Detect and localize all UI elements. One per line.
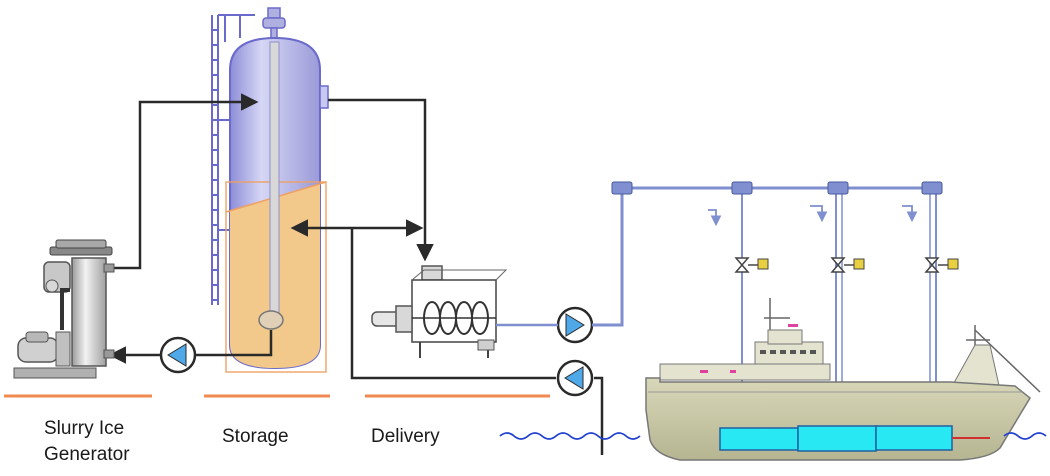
pipe-storage-to-delivery <box>328 98 434 262</box>
pump-delivery-out <box>556 306 594 344</box>
fishing-vessel <box>645 298 1041 461</box>
vessel-windows <box>760 350 816 354</box>
valve-2 <box>830 257 865 273</box>
water-surface <box>499 432 1047 440</box>
tank-ladder <box>211 14 255 305</box>
tank-bottom-outlet <box>258 310 284 330</box>
pump-return <box>556 359 594 397</box>
storage-tank <box>211 7 329 373</box>
process-pipes <box>108 93 604 455</box>
label-generator-line1: Slurry Ice <box>44 418 125 439</box>
tank-center-pipe <box>269 41 280 315</box>
vessel-accents <box>700 324 798 373</box>
generator-column <box>71 257 107 367</box>
pipe-return-line <box>350 228 556 380</box>
valve-3 <box>924 257 959 273</box>
flow-direction-arrows <box>708 205 918 227</box>
pipe-storage-to-pump <box>196 330 273 357</box>
fish-hold-1 <box>719 427 799 451</box>
fish-hold-3 <box>875 425 953 451</box>
pump-generator-feed <box>159 336 197 374</box>
label-storage: Storage <box>222 426 289 447</box>
hold-valves <box>734 257 959 273</box>
label-slurry-ice-generator: Slurry Ice Generator <box>44 416 130 468</box>
delivery-screw-conveyor <box>371 265 508 358</box>
label-generator-line2: Generator <box>44 444 130 465</box>
fish-holds <box>719 425 953 452</box>
tank-top-fitting <box>262 7 286 41</box>
valve-1 <box>734 257 769 273</box>
header-flanges <box>611 181 943 195</box>
pipe-return-drop <box>594 376 604 455</box>
compressor-unit <box>17 331 71 367</box>
pipe-generator-to-storage <box>110 93 259 270</box>
slurry-ice-generator <box>13 239 115 379</box>
fish-hold-2 <box>797 425 877 452</box>
screw-auger <box>412 301 496 335</box>
tank-side-nozzle <box>319 85 329 109</box>
label-delivery: Delivery <box>371 426 440 447</box>
conveyor-housing <box>411 279 497 343</box>
